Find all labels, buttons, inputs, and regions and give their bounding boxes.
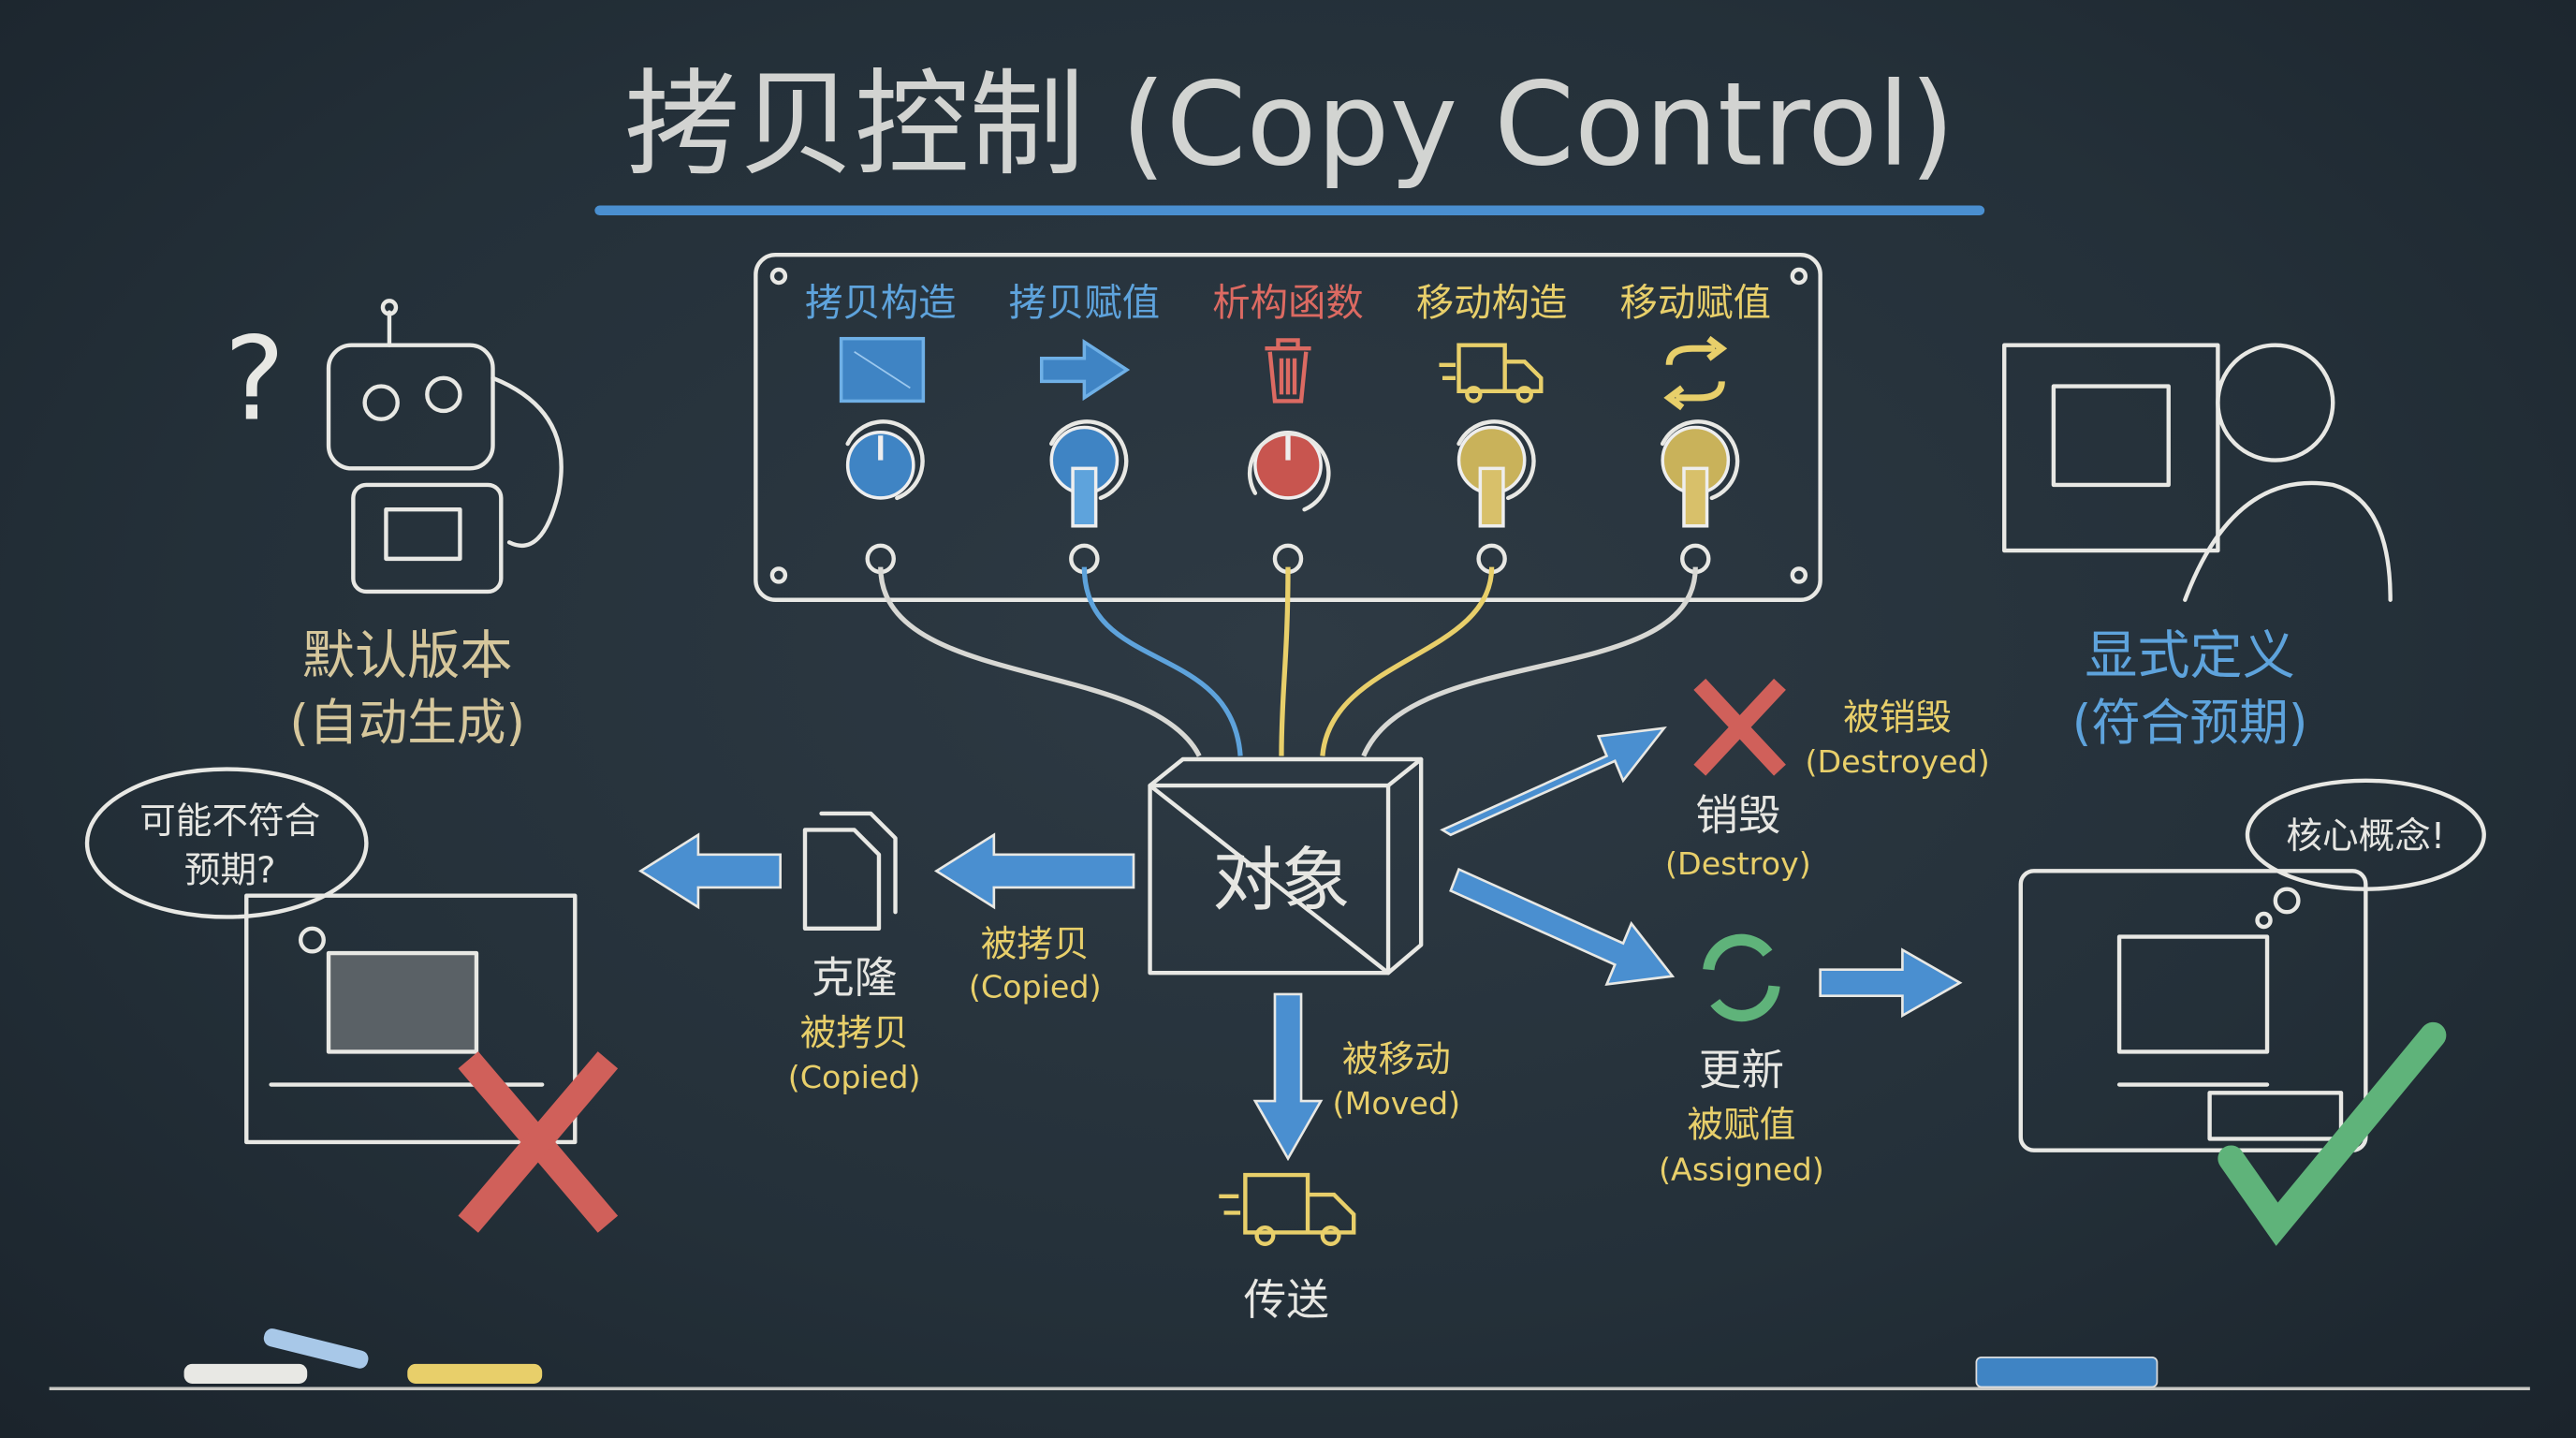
blueprint-icon — [839, 336, 926, 404]
thought-left-line2: 预期? — [184, 850, 276, 892]
move-label: 被移动 — [1342, 1038, 1451, 1080]
destroy-sub: (Destroyed) — [1805, 743, 1989, 780]
default-version-sub: (自动生成) — [289, 695, 525, 752]
copy-sub: (Copied) — [969, 968, 1102, 1005]
swap-arrows-icon — [1663, 335, 1728, 411]
assign-label: 被赋值 — [1687, 1105, 1795, 1147]
chalk-yellow — [407, 1363, 543, 1384]
clone-sub: (Copied) — [788, 1059, 921, 1095]
thought-left-line1: 可能不符合 — [139, 800, 320, 843]
arrow-to-blueprint — [1819, 947, 1963, 1019]
explicit-definition-label: 显式定义 — [2085, 626, 2295, 687]
destroy-result-sub: (Destroy) — [1665, 845, 1811, 882]
truck-icon — [1219, 1172, 1356, 1246]
knob-destructor[interactable] — [1247, 430, 1331, 512]
refresh-icon — [1703, 933, 1780, 1022]
move-result: 传送 — [1244, 1275, 1329, 1325]
thought-right-text: 核心概念! — [2286, 815, 2445, 858]
knob-move-constructor[interactable] — [1456, 419, 1536, 528]
object-box: 对象 — [1148, 756, 1424, 976]
document-icon — [802, 811, 898, 931]
assign-sub: (Assigned) — [1659, 1151, 1824, 1187]
red-x-icon — [1693, 678, 1786, 776]
chalk-white — [183, 1363, 308, 1384]
clone-state: 被拷贝 — [800, 1012, 909, 1054]
engineer-with-blueprint-illustration — [2002, 343, 2393, 602]
knob-copy-assignment[interactable] — [1049, 419, 1129, 528]
arrow-move — [1252, 992, 1324, 1162]
assign-result: 更新 — [1699, 1046, 1784, 1095]
trash-icon — [1265, 338, 1311, 404]
op-label-copy-constructor: 拷贝构造 — [805, 281, 956, 325]
object-label: 对象 — [1212, 841, 1350, 920]
control-panel: 拷贝构造 拷贝赋值 析构函数 移动构造 移动赋值 — [754, 252, 1822, 602]
knob-move-assignment[interactable] — [1660, 419, 1740, 528]
move-sub: (Moved) — [1333, 1085, 1461, 1122]
op-label-destructor: 析构函数 — [1212, 281, 1363, 325]
cables — [878, 566, 1698, 757]
confused-robot-illustration: ? — [224, 299, 564, 594]
thought-cloud-left: 可能不符合 预期? — [84, 767, 369, 978]
clone-label: 克隆 — [812, 953, 897, 1003]
op-label-move-constructor: 移动构造 — [1416, 281, 1567, 325]
red-x-icon — [458, 1051, 619, 1233]
default-version-label: 默认版本 — [302, 626, 513, 687]
green-checkmark-icon — [2217, 1021, 2447, 1246]
knob-copy-constructor[interactable] — [845, 419, 925, 501]
page-title: 拷贝控制 (Copy Control) — [624, 58, 1954, 192]
arrow-clone-out — [638, 832, 782, 910]
arrow-assign — [1449, 867, 1676, 987]
truck-icon — [1439, 343, 1544, 404]
copy-label: 被拷贝 — [981, 924, 1090, 966]
thought-cloud-right: 核心概念! — [2245, 778, 2486, 930]
explicit-definition-sub: (符合预期) — [2072, 695, 2308, 752]
arrow-right-icon — [1039, 338, 1131, 402]
op-label-move-assignment: 移动赋值 — [1620, 281, 1771, 325]
destroy-result: 销毁 — [1695, 790, 1780, 840]
question-mark-icon: ? — [224, 313, 285, 447]
arrow-copy — [933, 832, 1135, 910]
arrow-destroy — [1440, 726, 1667, 837]
eraser — [1975, 1356, 2159, 1388]
broken-blueprint-illustration — [244, 893, 578, 1145]
flow-arrows — [638, 726, 1963, 1162]
destroy-label: 被销毁 — [1843, 697, 1952, 739]
op-label-copy-assignment: 拷贝赋值 — [1009, 281, 1160, 325]
blueprint-illustration — [2018, 869, 2368, 1152]
chalk-blue — [263, 1328, 369, 1369]
